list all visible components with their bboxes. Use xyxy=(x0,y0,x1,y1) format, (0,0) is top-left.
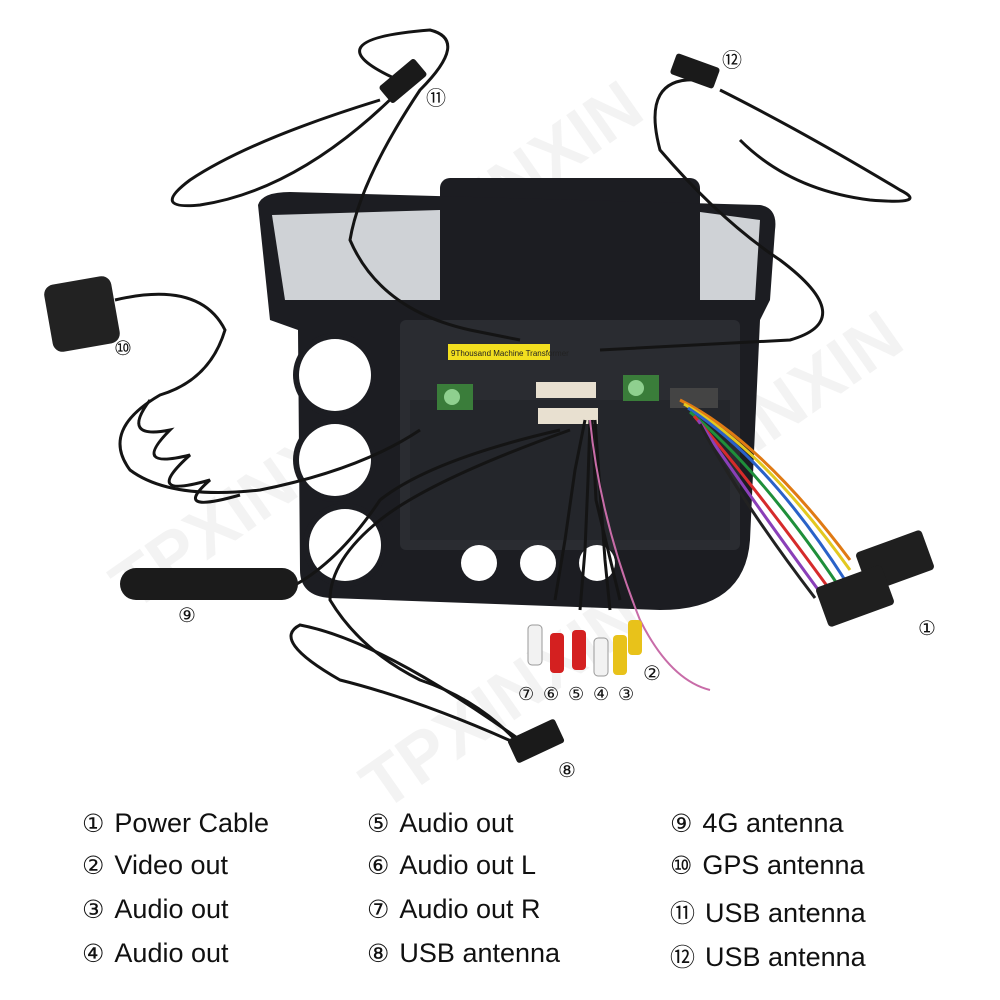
legend-label: USB antenna xyxy=(705,898,866,928)
legend-number: ① xyxy=(82,809,105,838)
legend-label: Power Cable xyxy=(114,808,269,838)
usb-cable-11-loop xyxy=(170,88,402,208)
plug-number: ⑦ xyxy=(518,684,535,705)
legend-label: USB antenna xyxy=(399,938,561,968)
model-sticker-text: 9Thousand Machine Transformer xyxy=(451,349,569,358)
legend-item: ⑧ USB antenna xyxy=(367,938,560,969)
power-connector xyxy=(816,530,934,627)
legend-item: ⑤ Audio out xyxy=(367,808,514,839)
gps-antenna-puck xyxy=(44,276,120,352)
video-wire xyxy=(589,419,711,691)
rca-bundle xyxy=(578,419,592,611)
legend-label: Audio out xyxy=(399,808,514,838)
usb-plug-12 xyxy=(670,53,720,89)
legend-item: ① Power Cable xyxy=(82,808,269,839)
usb-cable-12-loop xyxy=(719,88,912,203)
legend: ① Power Cable ② Video out ③ Audio out ④ Audi… xyxy=(0,800,1000,1000)
legend-item: ④ Audio out xyxy=(82,938,229,969)
legend-item: ⑦ Audio out R xyxy=(367,894,541,925)
cables xyxy=(114,28,912,747)
rca-bundle xyxy=(553,419,587,601)
callout-2: ② xyxy=(643,661,661,685)
button-hole xyxy=(461,545,497,581)
model-sticker xyxy=(448,344,550,360)
4g-antenna-stick xyxy=(120,568,298,600)
legend-number: ⑦ xyxy=(367,895,390,924)
plug-number: ③ xyxy=(618,684,635,705)
connector-block xyxy=(670,388,718,408)
legend-label: GPS antenna xyxy=(702,850,865,880)
legend-number: ⑨ xyxy=(670,809,693,838)
gps-cable xyxy=(114,292,421,494)
usb-cable-12 xyxy=(599,78,824,352)
usb-cable-8-run xyxy=(328,428,571,746)
legend-number: ④ xyxy=(82,939,105,968)
rca-plug-row xyxy=(527,620,642,677)
legend-number: ⑫ xyxy=(670,943,696,972)
plug-number: ⑥ xyxy=(543,684,560,705)
legend-label: Video out xyxy=(114,850,229,880)
frame-opening xyxy=(700,212,760,300)
legend-label: Audio out xyxy=(114,938,229,968)
legend-number: ⑧ xyxy=(367,939,390,968)
plug-number-row: ⑦ ⑥ ⑤ ④ ③ xyxy=(518,686,648,708)
legend-label: 4G antenna xyxy=(702,808,844,838)
legend-item: ⑥ Audio out L xyxy=(367,850,536,881)
legend-number: ② xyxy=(82,851,105,880)
circuit-label-left-dot xyxy=(444,389,460,405)
legend-item: ⑫ USB antenna xyxy=(670,938,866,974)
plug-number: ⑤ xyxy=(568,684,585,705)
legend-label: Audio out xyxy=(114,894,229,924)
legend-label: Audio out R xyxy=(399,894,541,924)
legend-item: ⑩ GPS antenna xyxy=(670,850,865,881)
legend-item: ⑨ 4G antenna xyxy=(670,808,844,839)
legend-number: ⑤ xyxy=(367,809,390,838)
legend-item: ② Video out xyxy=(82,850,228,881)
usb-plug-11 xyxy=(379,59,427,103)
plug-number: ④ xyxy=(593,684,610,705)
connector-block xyxy=(536,382,596,398)
legend-label: USB antenna xyxy=(705,942,866,972)
usb-cable-11 xyxy=(348,28,521,342)
usb-cable-8 xyxy=(289,623,521,747)
button-hole xyxy=(520,545,556,581)
legend-number: ⑩ xyxy=(670,851,693,880)
callout-1: ① xyxy=(918,616,936,640)
vent-hole xyxy=(299,339,371,411)
power-harness xyxy=(679,398,852,599)
legend-item: ③ Audio out xyxy=(82,894,229,925)
legend-number: ③ xyxy=(82,895,105,924)
connector-block xyxy=(538,408,598,424)
callout-8: ⑧ xyxy=(558,758,576,782)
4g-cable xyxy=(294,428,561,587)
legend-item: ⑪ USB antenna xyxy=(670,894,866,930)
callout-10: ⑩ xyxy=(114,336,132,360)
circuit-label-right-dot xyxy=(628,380,644,396)
legend-label: Audio out L xyxy=(399,850,537,880)
usb-plug-8 xyxy=(507,719,565,763)
callout-12: ⑫ xyxy=(722,48,742,72)
legend-number: ⑥ xyxy=(367,851,390,880)
gps-cable-coil xyxy=(137,399,241,504)
product-photo: 9Thousand Machine Transformer xyxy=(44,28,934,763)
callout-9: ⑨ xyxy=(178,603,196,627)
callout-11: ⑪ xyxy=(426,86,446,110)
legend-number: ⑪ xyxy=(670,899,696,928)
vent-hole xyxy=(299,424,371,496)
